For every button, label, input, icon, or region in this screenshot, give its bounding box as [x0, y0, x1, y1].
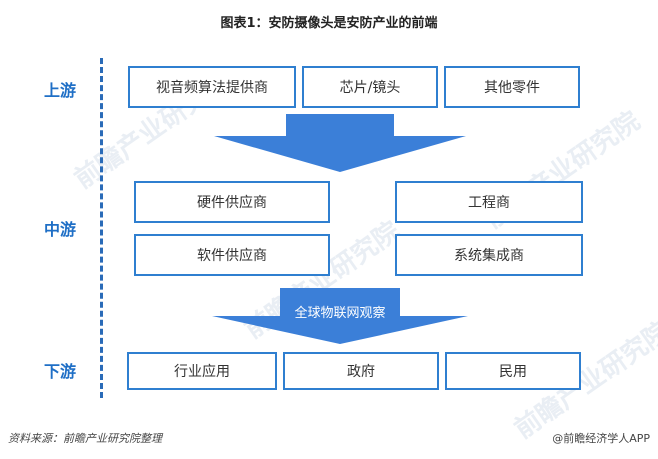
stage-label-midstream: 中游 — [43, 220, 76, 239]
brand-credit: @前瞻经济学人APP — [552, 432, 650, 445]
downstream-box-industry[interactable]: 行业应用 — [127, 352, 277, 390]
down-arrow-icon — [214, 114, 466, 172]
upstream-box-chip-lens[interactable]: 芯片/镜头 — [302, 66, 438, 108]
midstream-box-hardware-supplier[interactable]: 硬件供应商 — [134, 181, 330, 223]
stage-label-upstream: 上游 — [43, 81, 76, 100]
source-note: 资料来源：前瞻产业研究院整理 — [8, 432, 162, 445]
downstream-box-civil[interactable]: 民用 — [445, 352, 581, 390]
stage-divider-line — [100, 58, 103, 398]
arrow-label: 全球物联网观察 — [294, 306, 386, 321]
downstream-box-government[interactable]: 政府 — [283, 352, 439, 390]
midstream-box-system-integrator[interactable]: 系统集成商 — [395, 234, 583, 276]
stage-label-downstream: 下游 — [43, 362, 76, 381]
figure-title: 图表1：安防摄像头是安防产业的前端 — [220, 16, 438, 31]
upstream-box-other-parts[interactable]: 其他零件 — [444, 66, 580, 108]
midstream-box-software-supplier[interactable]: 软件供应商 — [134, 234, 330, 276]
upstream-box-algorithm-provider[interactable]: 视音频算法提供商 — [128, 66, 296, 108]
down-arrow-icon — [212, 288, 468, 344]
midstream-box-engineering[interactable]: 工程商 — [395, 181, 583, 223]
